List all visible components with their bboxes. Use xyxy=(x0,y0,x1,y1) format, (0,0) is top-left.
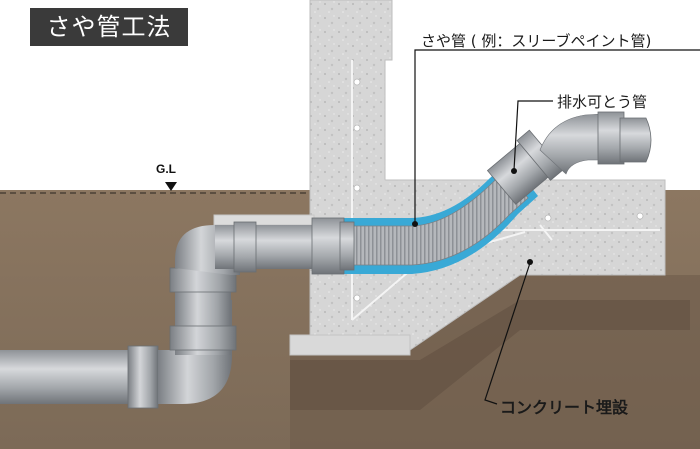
drain-pipe-label: 排水可とう管 xyxy=(557,93,648,111)
leader-dot-concrete xyxy=(527,259,533,265)
rebar-ties xyxy=(353,78,644,302)
sleeve-coupling-collar xyxy=(339,221,355,271)
pipe-horizontal-entry xyxy=(215,225,325,269)
upper-pipe-end xyxy=(619,117,652,163)
concrete-label: コンクリート埋設 xyxy=(500,398,629,417)
leader-dot-sleeve xyxy=(412,221,418,227)
pipe-coupling xyxy=(127,345,159,409)
sleeve-pipe-label: さや管 ( 例：スリーブペイント管) xyxy=(421,32,652,50)
soil-shadow xyxy=(290,300,690,410)
slab-lip xyxy=(213,214,315,226)
title-badge: さや管工法 xyxy=(30,8,188,46)
entry-coupling xyxy=(233,221,257,273)
riser-coupling-lower xyxy=(169,325,237,351)
sleeve-coupling xyxy=(311,217,345,275)
leader-dot-drain xyxy=(511,168,517,174)
ground-level-label: G.L xyxy=(156,162,176,176)
footing xyxy=(289,334,411,356)
leader-concrete xyxy=(484,262,531,405)
flexible-drain-pipe xyxy=(329,169,529,266)
leader-drain xyxy=(513,100,553,171)
gl-marker-icon xyxy=(165,182,177,191)
leader-sleeve xyxy=(414,49,700,225)
